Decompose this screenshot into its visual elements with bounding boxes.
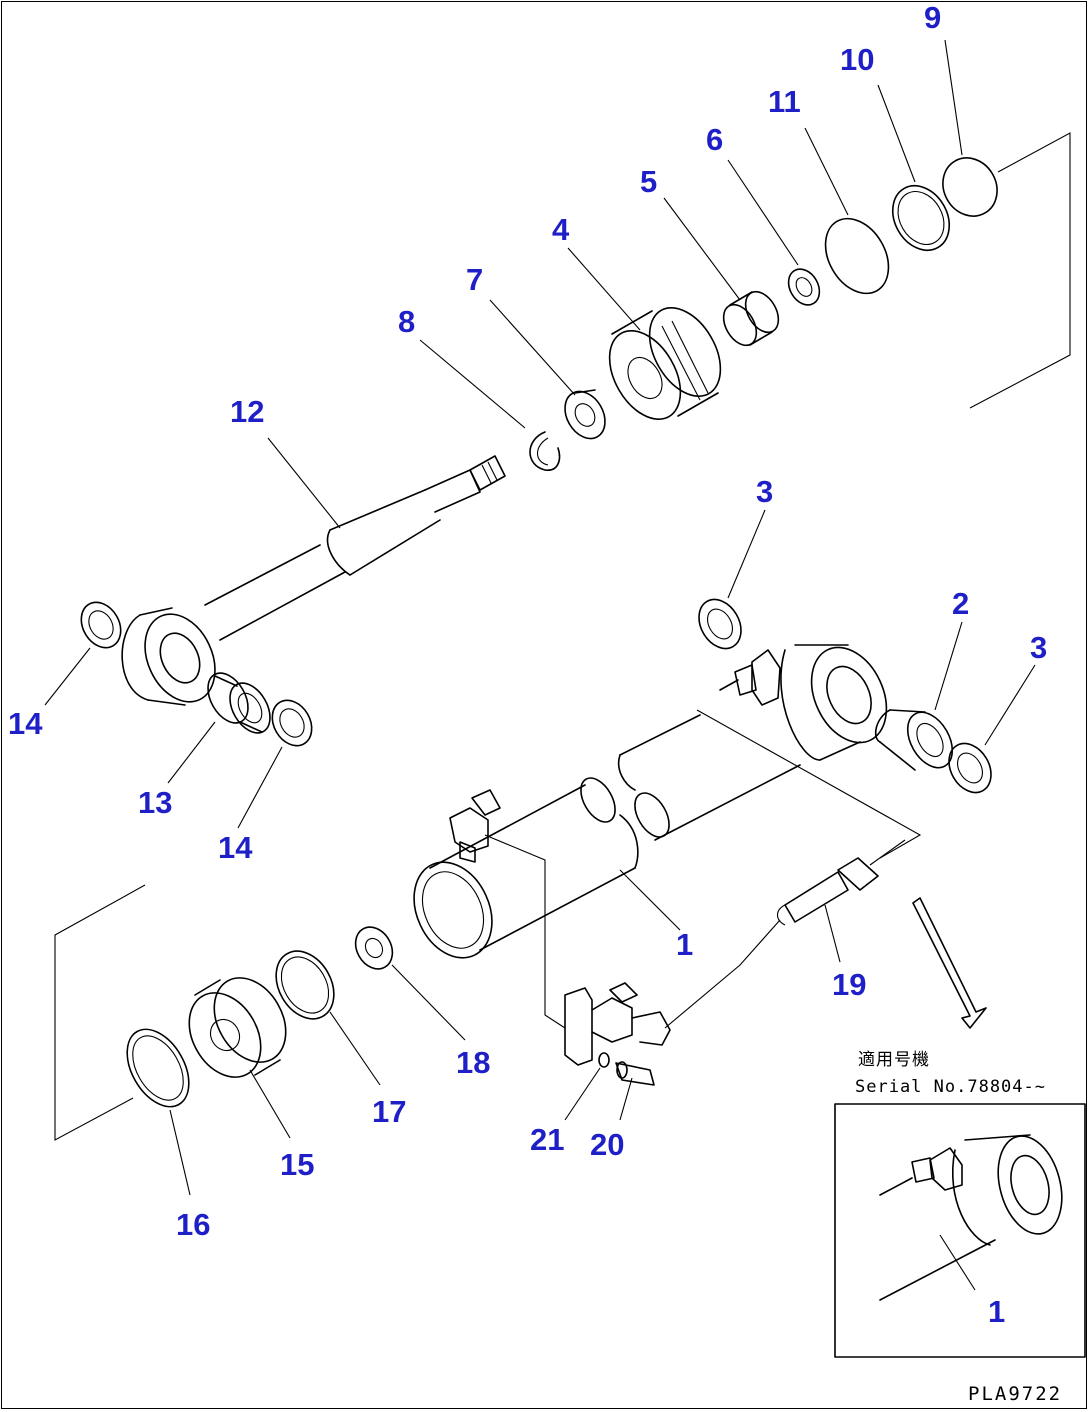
drawing-code: PLA9722 (968, 1383, 1062, 1405)
callout-3-right: 3 (1030, 630, 1047, 665)
callout-8: 8 (398, 304, 415, 339)
dust-seal-14-upper (80, 601, 122, 649)
piston-rod-12 (121, 455, 506, 706)
nut-7 (564, 389, 606, 440)
washer-21 (598, 1052, 610, 1068)
bushing-2 (874, 709, 954, 771)
group-bracket-upper (969, 132, 1071, 409)
callout-18: 18 (456, 1045, 490, 1080)
callout-19: 19 (832, 967, 866, 1002)
callout-17: 17 (372, 1094, 406, 1129)
inset-serial: Serial No.78804-~ (855, 1077, 1046, 1097)
bushing-13 (207, 672, 271, 734)
piston-15 (188, 977, 287, 1078)
cylinder-head-1 (617, 644, 888, 841)
ring-8 (529, 431, 561, 471)
cylinder-tube-1 (413, 777, 639, 959)
group-bracket-right (696, 709, 922, 859)
group-bracket-lower (54, 884, 146, 1141)
wear-ring-17 (275, 950, 335, 1020)
bushing-5 (722, 290, 780, 347)
seal-16 (126, 1028, 190, 1108)
o-ring-11 (824, 217, 890, 295)
nut-6 (787, 268, 821, 306)
inset-box (834, 1103, 1086, 1358)
nut-18 (354, 926, 394, 970)
dust-seal-3-left (698, 598, 742, 650)
pipe-line (484, 834, 906, 1029)
backup-ring-10 (891, 185, 951, 251)
callout-20: 20 (590, 1127, 624, 1162)
callout-14-upper: 14 (8, 706, 43, 741)
leader-lines (44, 39, 1036, 1291)
hose-19 (664, 857, 879, 1029)
inset-cylinder-head (879, 1134, 1063, 1301)
callout-6: 6 (706, 122, 723, 157)
inset-heading: 適用号機 (858, 1050, 930, 1070)
callout-12: 12 (230, 394, 264, 429)
callout-5: 5 (640, 164, 657, 199)
inset-callout-1: 1 (988, 1294, 1005, 1329)
callout-1: 1 (676, 927, 693, 962)
direction-arrow (912, 897, 987, 1029)
callout-10: 10 (840, 42, 874, 77)
piston-4 (608, 307, 722, 420)
seal-ring-9 (942, 157, 998, 217)
callout-7: 7 (466, 262, 483, 297)
callout-9: 9 (924, 0, 941, 35)
clamp-block (564, 982, 671, 1066)
callout-3-left: 3 (756, 474, 773, 509)
callout-2: 2 (952, 586, 969, 621)
callout-15: 15 (280, 1147, 314, 1182)
callout-13: 13 (138, 785, 172, 820)
dust-seal-3-right (948, 742, 992, 794)
callout-11: 11 (768, 84, 801, 119)
bolt-20 (615, 1061, 655, 1086)
callout-14-lower: 14 (218, 830, 253, 865)
callout-16: 16 (176, 1207, 210, 1242)
dust-seal-14-lower (271, 699, 313, 747)
callout-4: 4 (552, 212, 570, 247)
callout-21: 21 (530, 1122, 564, 1157)
